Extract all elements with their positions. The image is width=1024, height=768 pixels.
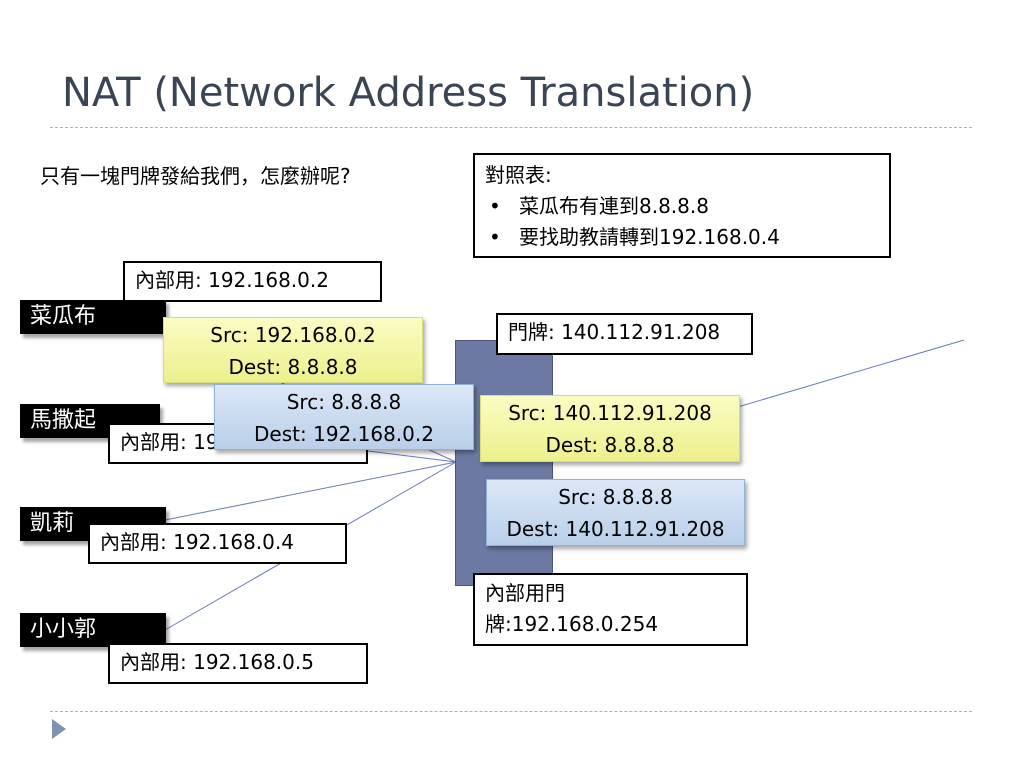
internal-address-label: 內部用: 192.168.0.4 — [88, 523, 347, 564]
packet-src: Src: 140.112.91.208 — [508, 401, 712, 425]
packet-dest: Dest: 192.168.0.2 — [254, 422, 434, 446]
bullet-icon: • — [489, 194, 501, 218]
slide-title: NAT (Network Address Translation) — [62, 70, 755, 116]
router-internal-address-label: 內部用門 牌:192.168.0.254 — [473, 573, 748, 646]
packet-src: Src: 8.8.8.8 — [558, 485, 673, 509]
public-address-label: 門牌: 140.112.91.208 — [496, 313, 753, 355]
slide-marker-icon — [52, 719, 66, 739]
packet-outgoing-internal: Src: 192.168.0.2 Dest: 8.8.8.8 — [163, 317, 423, 383]
packet-src: Src: 8.8.8.8 — [286, 390, 402, 414]
host-label: 小小郭 — [20, 613, 166, 647]
host-label: 馬撒起 — [20, 404, 160, 438]
packet-dest: Dest: 8.8.8.8 — [228, 355, 358, 379]
question-text: 只有一塊門牌發給我們，怎麼辦呢? — [40, 164, 351, 188]
connector-line-host-3 — [164, 461, 457, 521]
lookup-table-heading: 對照表: — [485, 163, 552, 187]
packet-dest: Dest: 140.112.91.208 — [506, 517, 725, 541]
footer-divider — [50, 711, 972, 712]
nat-router — [455, 340, 553, 586]
internal-address-label: 內部用: 192.168.0.2 — [123, 261, 382, 302]
host-label: 菜瓜布 — [20, 300, 166, 334]
packet-incoming-external: Src: 8.8.8.8 Dest: 140.112.91.208 — [486, 479, 745, 546]
lookup-table: 對照表: • 菜瓜布有連到8.8.8.8 • 要找助教請轉到192.168.0.… — [473, 153, 891, 258]
packet-src: Src: 192.168.0.2 — [210, 323, 376, 347]
bullet-icon: • — [489, 225, 501, 249]
router-internal-line: 牌:192.168.0.254 — [485, 612, 659, 636]
packet-outgoing-external: Src: 140.112.91.208 Dest: 8.8.8.8 — [480, 395, 740, 462]
lookup-item-text: 菜瓜布有連到8.8.8.8 — [519, 194, 709, 218]
lookup-item: • 菜瓜布有連到8.8.8.8 — [485, 191, 879, 222]
packet-incoming-internal: Src: 8.8.8.8 Dest: 192.168.0.2 — [214, 384, 474, 450]
lookup-item: • 要找助教請轉到192.168.0.4 — [485, 222, 879, 253]
internal-address-label: 內部用: 192.168.0.5 — [108, 643, 368, 684]
packet-dest: Dest: 8.8.8.8 — [545, 433, 675, 457]
router-internal-line: 內部用門 — [485, 581, 565, 605]
lookup-item-text: 要找助教請轉到192.168.0.4 — [519, 225, 780, 249]
title-divider — [50, 127, 972, 128]
